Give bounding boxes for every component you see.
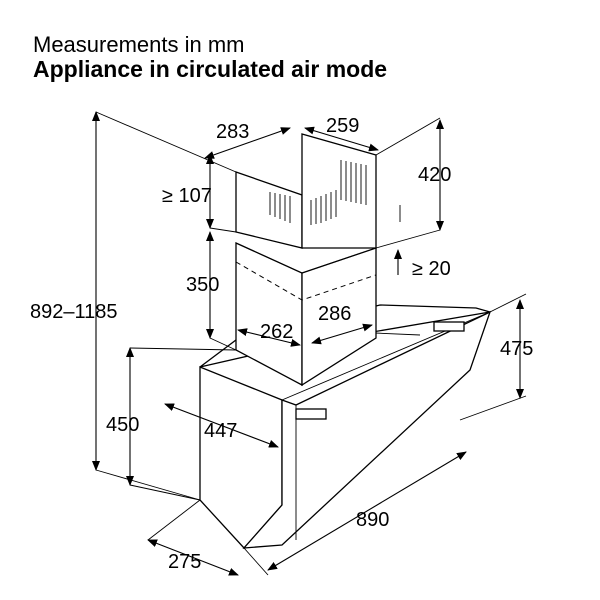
dim-chimney-width: 283 [216, 121, 249, 143]
dim-overall-height: 892–1185 [30, 301, 118, 323]
clip-left [295, 408, 327, 420]
chimney [235, 133, 377, 387]
clip-right [433, 321, 465, 332]
dim-min-overlap: ≥ 20 [412, 258, 451, 280]
dim-lower-chimney-height: 350 [186, 274, 219, 296]
dim-chimney-base-width: 262 [260, 321, 293, 343]
dim-upper-chimney-height: 420 [418, 164, 451, 186]
upper-chimney-left [235, 171, 303, 249]
page-title: Appliance in circulated air mode [33, 56, 388, 82]
dim-hood-depth: 447 [204, 420, 237, 442]
dim-front-panel-height: 475 [500, 338, 533, 360]
dimension-lines [92, 111, 527, 576]
dim-canopy-depth: 275 [168, 551, 201, 573]
upper-chimney-right [301, 133, 377, 249]
dim-hood-height: 450 [106, 414, 139, 436]
dim-hood-width: 890 [356, 509, 389, 531]
subtitle: Measurements in mm [33, 32, 245, 57]
dim-min-top-gap: ≥ 107 [162, 185, 212, 207]
lower-chimney-left [235, 241, 303, 387]
dim-chimney-depth: 259 [326, 115, 359, 137]
vent-slots [269, 160, 367, 225]
dim-chimney-base-depth: 286 [318, 303, 351, 325]
